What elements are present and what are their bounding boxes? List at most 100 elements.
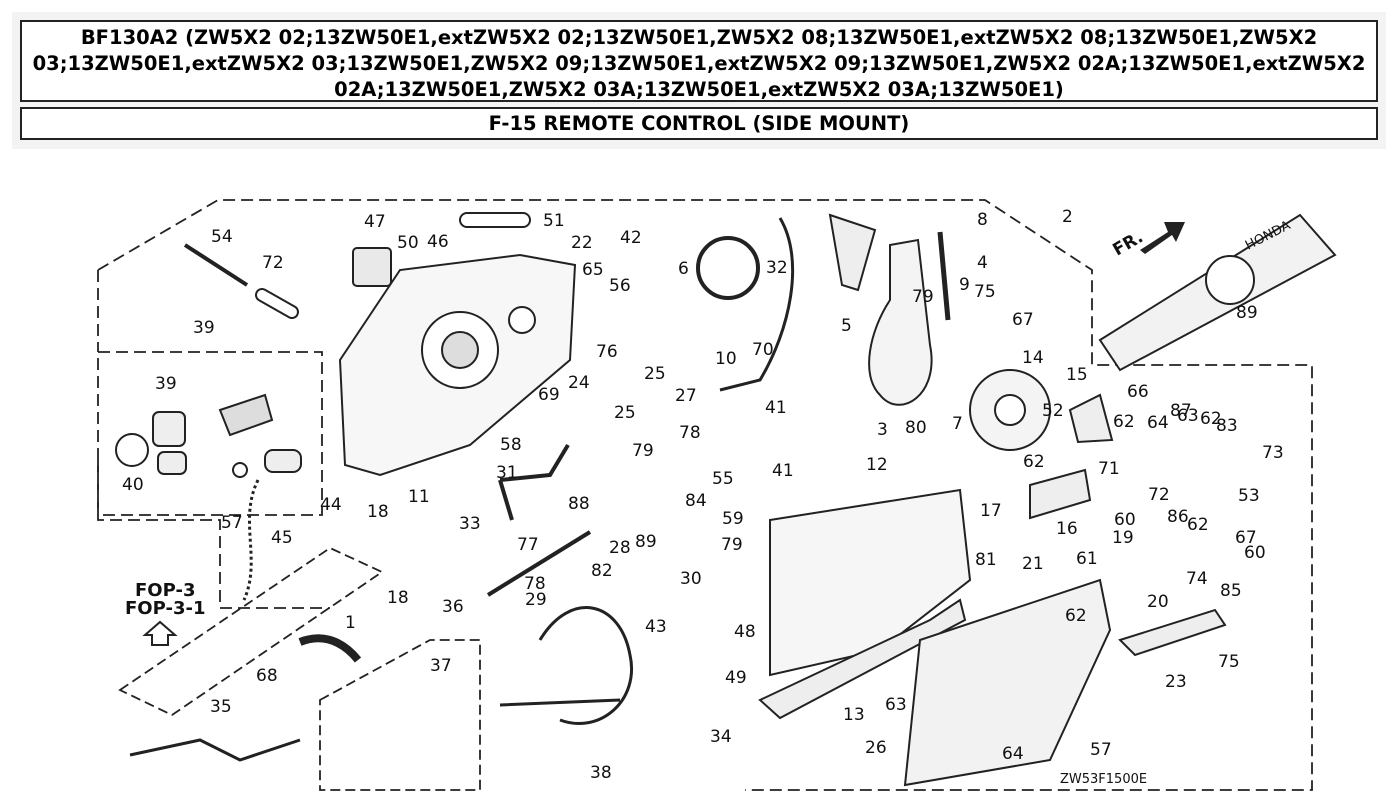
section-title: F-15 REMOTE CONTROL (SIDE MOUNT) [20, 107, 1378, 140]
part-callout-17: 17 [980, 501, 1002, 521]
part-callout-63: 63 [1177, 406, 1199, 426]
part-callout-13: 13 [843, 705, 865, 725]
part-callout-80: 80 [905, 418, 927, 438]
part-callout-41: 41 [772, 461, 794, 481]
model-title: BF130A2 (ZW5X2 02;13ZW50E1,extZW5X2 02;1… [20, 20, 1378, 102]
part-callout-41: 41 [765, 398, 787, 418]
part-callout-62: 62 [1200, 409, 1222, 429]
part-callout-45: 45 [271, 528, 293, 548]
part-callout-65: 65 [582, 260, 604, 280]
part-callout-28: 28 [609, 538, 631, 558]
part-callout-40: 40 [122, 475, 144, 495]
part-callout-29: 29 [525, 590, 547, 610]
part-callout-63: 63 [885, 695, 907, 715]
part-callout-79: 79 [721, 535, 743, 555]
part-callout-87: 87 [1170, 401, 1192, 421]
part-callout-20: 20 [1147, 592, 1169, 612]
part-callout-54: 54 [211, 227, 233, 247]
part-callout-72: 72 [262, 253, 284, 273]
ref-fop-3: FOP-3 [135, 580, 195, 601]
part-callout-57: 57 [221, 513, 243, 533]
part-callout-58: 58 [500, 435, 522, 455]
part-callout-36: 36 [442, 597, 464, 617]
part-callout-43: 43 [645, 617, 667, 637]
part-callout-39: 39 [155, 374, 177, 394]
ignition-switch-group-frame [97, 351, 323, 516]
part-callout-57: 57 [1090, 740, 1112, 760]
part-callout-30: 30 [680, 569, 702, 589]
part-callout-59: 59 [722, 509, 744, 529]
part-callout-38: 38 [590, 763, 612, 783]
part-callout-68: 68 [256, 666, 278, 686]
part-callout-79: 79 [632, 441, 654, 461]
part-callout-75: 75 [974, 282, 996, 302]
part-callout-14: 14 [1022, 348, 1044, 368]
outer-frame [97, 199, 1313, 791]
part-callout-21: 21 [1022, 554, 1044, 574]
part-callout-12: 12 [866, 455, 888, 475]
part-callout-2: 2 [1062, 207, 1073, 227]
part-callout-72: 72 [1148, 485, 1170, 505]
part-callout-26: 26 [865, 738, 887, 758]
part-callout-89: 89 [635, 532, 657, 552]
part-callout-75: 75 [1218, 652, 1240, 672]
part-callout-73: 73 [1262, 443, 1284, 463]
part-callout-70: 70 [752, 340, 774, 360]
part-callout-15: 15 [1066, 365, 1088, 385]
fr-label: FR. [1110, 227, 1147, 260]
part-callout-82: 82 [591, 561, 613, 581]
part-callout-11: 11 [408, 487, 430, 507]
part-callout-5: 5 [841, 316, 852, 336]
part-callout-37: 37 [430, 656, 452, 676]
part-callout-6: 6 [678, 259, 689, 279]
part-callout-78: 78 [524, 574, 546, 594]
part-callout-48: 48 [734, 622, 756, 642]
part-callout-24: 24 [568, 373, 590, 393]
part-callout-66: 66 [1127, 382, 1149, 402]
part-callout-39: 39 [193, 318, 215, 338]
part-callout-27: 27 [675, 386, 697, 406]
part-callout-31: 31 [496, 463, 518, 483]
part-callout-56: 56 [609, 276, 631, 296]
ref-fop-3-1: FOP-3-1 [125, 598, 205, 619]
part-callout-1: 1 [345, 613, 356, 633]
part-callout-49: 49 [725, 668, 747, 688]
part-callout-64: 64 [1002, 744, 1024, 764]
part-callout-76: 76 [596, 342, 618, 362]
part-callout-61: 61 [1076, 549, 1098, 569]
part-callout-52: 52 [1042, 401, 1064, 421]
part-callout-86: 86 [1167, 507, 1189, 527]
part-callout-9: 9 [959, 275, 970, 295]
part-callout-89: 89 [1236, 303, 1258, 323]
part-callout-67: 67 [1012, 310, 1034, 330]
part-callout-88: 88 [568, 494, 590, 514]
part-callout-53: 53 [1238, 486, 1260, 506]
part-callout-50: 50 [397, 233, 419, 253]
part-callout-84: 84 [685, 491, 707, 511]
part-callout-69: 69 [538, 385, 560, 405]
part-callout-51: 51 [543, 211, 565, 231]
part-callout-18: 18 [367, 502, 389, 522]
part-callout-32: 32 [766, 258, 788, 278]
part-callout-46: 46 [427, 232, 449, 252]
part-callout-25: 25 [614, 403, 636, 423]
part-callout-33: 33 [459, 514, 481, 534]
part-callout-74: 74 [1186, 569, 1208, 589]
part-callout-47: 47 [364, 212, 386, 232]
part-callout-83: 83 [1216, 416, 1238, 436]
control-housing [338, 253, 577, 477]
part-callout-62: 62 [1113, 412, 1135, 432]
forward-arrow-icon [1140, 222, 1185, 254]
part-callout-19: 19 [1112, 528, 1134, 548]
part-callout-60: 60 [1114, 510, 1136, 530]
part-callout-62: 62 [1065, 606, 1087, 626]
part-callout-42: 42 [620, 228, 642, 248]
part-callout-64: 64 [1147, 413, 1169, 433]
part-callout-8: 8 [977, 210, 988, 230]
part-callout-71: 71 [1098, 459, 1120, 479]
part-callout-44: 44 [320, 495, 342, 515]
part-callout-55: 55 [712, 469, 734, 489]
part-callout-22: 22 [571, 233, 593, 253]
part-callout-81: 81 [975, 550, 997, 570]
